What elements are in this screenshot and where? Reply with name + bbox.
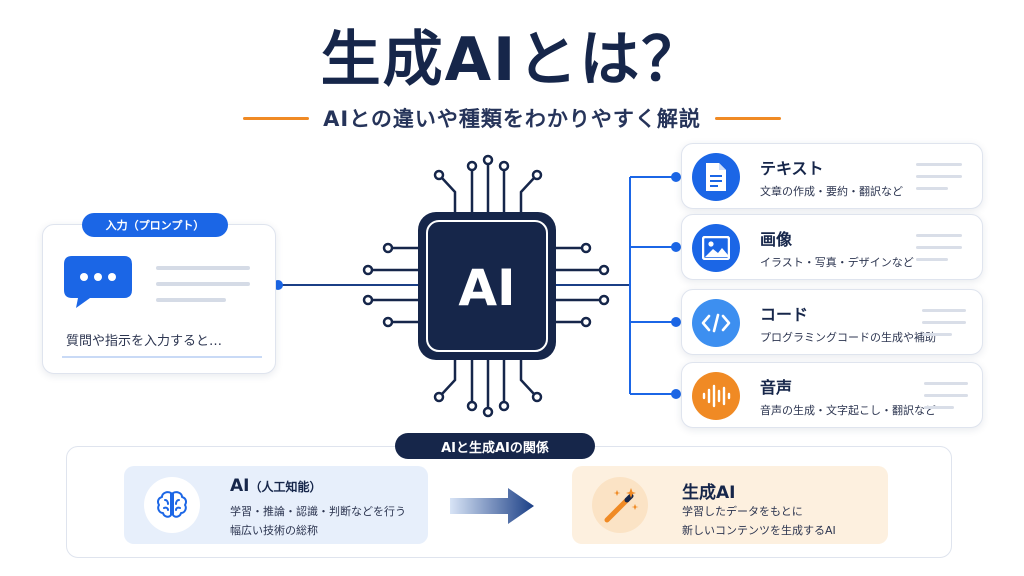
arrow-right-icon [450,488,534,524]
ai-panel-title: AI（人工知能） [230,476,322,496]
subtitle-row: AIとの違いや種類をわかりやすく解説 [0,100,1024,136]
output-title: テキスト [760,159,824,178]
input-caption: 質問や指示を入力すると… [66,334,223,349]
card-line [916,187,948,190]
chat-bubble-icon [64,256,132,308]
output-card-image: 画像 イラスト・写真・デザインなど [681,214,983,280]
card-line [924,394,968,397]
chip-pin-ends [362,154,610,418]
code-icon [692,299,740,347]
output-desc: 音声の生成・文字起こし・翻訳など [760,404,936,417]
generative-ai-panel-desc-2: 新しいコンテンツを生成するAI [682,524,836,537]
output-branches [630,176,676,395]
output-title: 画像 [760,230,793,249]
brain-icon [144,477,200,533]
branch-dot-audio [671,389,681,399]
input-placeholder-line [156,282,250,286]
chip-pins [372,164,600,408]
ai-panel-title-sub: （人工知能） [249,480,322,494]
input-badge: 入力（プロンプト） [82,213,228,237]
card-line [922,321,966,324]
input-placeholder-line [156,298,226,302]
card-line [922,309,966,312]
ai-panel-desc-2: 幅広い技術の総称 [230,524,318,537]
relation-badge: AIと生成AIの関係 [395,433,595,459]
card-line [916,175,962,178]
ai-panel-desc-1: 学習・推論・認識・判断などを行う [230,505,406,518]
output-desc: プログラミングコードの生成や補助 [760,331,936,344]
page-title: 生成AIとは？ [320,25,704,95]
magic-wand-icon [592,477,648,533]
generative-ai-panel: 生成AI 学習したデータをもとに 新しいコンテンツを生成するAI [572,466,888,544]
ai-panel: AI（人工知能） 学習・推論・認識・判断などを行う 幅広い技術の総称 [124,466,428,544]
card-line [924,406,954,409]
generative-ai-panel-title: 生成AI [682,483,736,503]
soundwave-icon [692,372,740,420]
document-icon [692,153,740,201]
output-card-audio: 音声 音声の生成・文字起こし・翻訳など [681,362,983,428]
chip-inner-border [426,220,548,352]
image-icon [692,224,740,272]
output-card-text: テキスト 文章の作成・要約・翻訳など [681,143,983,209]
generative-ai-panel-desc-1: 学習したデータをもとに [682,505,803,518]
output-card-code: コード プログラミングコードの生成や補助 [681,289,983,355]
input-placeholder-line [156,266,250,270]
branch-dot-image [671,242,681,252]
card-line [922,333,952,336]
card-line [916,163,962,166]
card-line [916,246,962,249]
branch-dot-text [671,172,681,182]
ai-panel-title-main: AI [230,476,250,496]
card-line [916,234,962,237]
input-underline [62,356,262,358]
branch-dot-code [671,317,681,327]
page-subtitle: AIとの違いや種類をわかりやすく解説 [323,107,701,131]
card-line [916,258,948,261]
chip-body [418,212,556,360]
subtitle-right-rule [714,116,781,120]
chip-label: AI [458,259,516,317]
output-desc: イラスト・写真・デザインなど [760,256,914,269]
subtitle-left-rule [243,116,310,120]
output-desc: 文章の作成・要約・翻訳など [760,185,903,198]
output-title: コード [760,305,809,324]
output-title: 音声 [760,378,793,397]
card-line [924,382,968,385]
